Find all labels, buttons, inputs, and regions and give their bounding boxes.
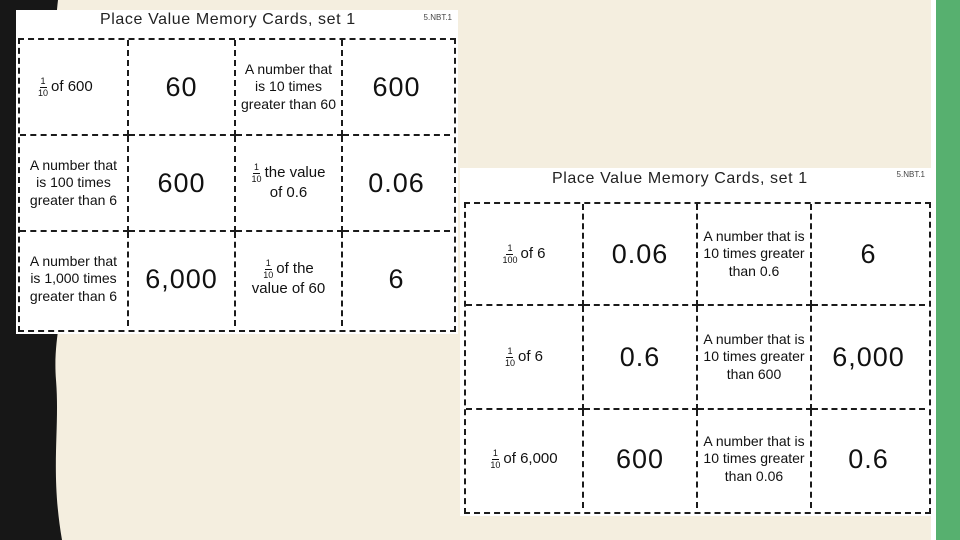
card-value: 0.06 (611, 238, 669, 269)
right-strip-edge (931, 0, 936, 540)
card-text: of the (276, 260, 314, 278)
card-value: 600 (157, 167, 206, 198)
card-value: 0.06 (368, 167, 425, 198)
card-value: 600 (372, 71, 421, 102)
card-text: A number that is 10 times greater than 0… (703, 433, 805, 484)
sheet-title: Place Value Memory Cards, set 1 (100, 11, 356, 28)
memory-card[interactable]: 0.6 (812, 410, 925, 508)
memory-card[interactable]: 60 (129, 40, 236, 136)
card-text: of 6 (520, 244, 546, 262)
memory-card[interactable]: 6 (812, 204, 925, 306)
card-value: 6 (388, 263, 405, 294)
memory-card[interactable]: 6 (343, 232, 450, 326)
card-value: 0.6 (848, 443, 889, 474)
card-value: 6,000 (145, 263, 218, 294)
card-text: A number that is 10 times greater than 6… (241, 61, 336, 112)
card-text: of 6,000 (503, 449, 558, 467)
card-value: 60 (165, 71, 198, 102)
memory-card[interactable]: 0.06 (584, 204, 698, 306)
memory-card[interactable]: A number that is 10 times greater than 6… (698, 306, 812, 410)
memory-card[interactable]: 600 (343, 40, 450, 136)
card-text: A number that is 1,000 times greater tha… (29, 253, 118, 304)
standard-code: 5.NBT.1 (896, 170, 925, 179)
card-value: 0.6 (619, 341, 661, 372)
card-text: A number that is 100 times greater than … (29, 157, 118, 208)
memory-card[interactable]: 0.06 (343, 136, 450, 232)
card-text-line-2: of 0.6 (269, 184, 308, 202)
card-text: the value (264, 164, 326, 182)
memory-card[interactable]: A number that is 1,000 times greater tha… (20, 232, 129, 326)
right-accent-strip (936, 0, 960, 540)
memory-card[interactable]: A number that is 10 times greater than 0… (698, 410, 812, 508)
card-text: A number that is 10 times greater than 6… (703, 331, 805, 382)
memory-card[interactable]: 600 (584, 410, 698, 508)
card-text: of 600 (51, 77, 93, 95)
memory-card-sheet-1: Place Value Memory Cards, set 1 5.NBT.1 … (16, 10, 458, 334)
memory-card[interactable]: A number that is 10 times greater than 6… (236, 40, 343, 136)
card-value: 6,000 (832, 341, 905, 372)
card-value: 6 (860, 238, 877, 269)
standard-code: 5.NBT.1 (423, 13, 452, 22)
memory-card[interactable]: 6,000 (129, 232, 236, 326)
memory-card[interactable]: 0.6 (584, 306, 698, 410)
card-text: A number that is 10 times greater than 0… (703, 228, 805, 279)
sheet-title: Place Value Memory Cards, set 1 (552, 170, 808, 187)
card-value: 600 (615, 443, 665, 474)
card-text-line-2: value of 60 (251, 280, 326, 298)
memory-card[interactable]: 600 (129, 136, 236, 232)
card-text: of 6 (517, 347, 544, 365)
memory-card[interactable]: 6,000 (812, 306, 925, 410)
memory-card[interactable]: A number that is 100 times greater than … (20, 136, 129, 232)
memory-card-sheet-2: Place Value Memory Cards, set 1 5.NBT.1 … (460, 168, 931, 516)
memory-card[interactable]: A number that is 10 times greater than 0… (698, 204, 812, 306)
